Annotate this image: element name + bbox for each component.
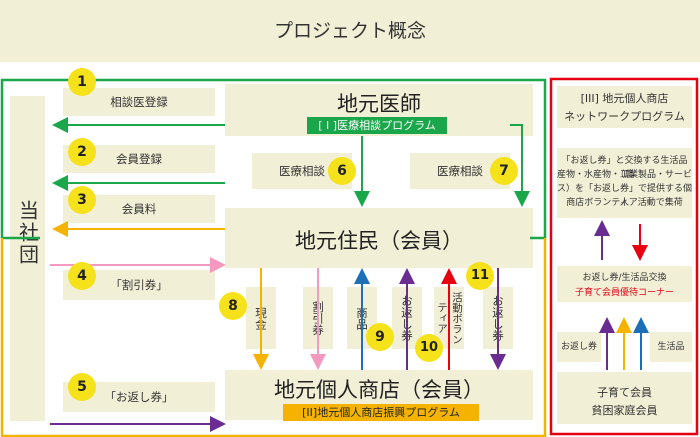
- consult-label-b: 医療相談: [437, 164, 483, 178]
- orange-frame: [0, 238, 547, 437]
- num-circle-11: 11: [466, 262, 494, 290]
- num-circle-2: 2: [68, 138, 96, 166]
- num-circle-7: 7: [490, 157, 518, 185]
- goods-item-box: [650, 332, 692, 362]
- goods-item-label: 生活品: [657, 342, 685, 352]
- title-band: [0, 0, 700, 62]
- num-circle-10: 10: [415, 334, 443, 362]
- num-circle-4: 4: [68, 262, 96, 290]
- num-circle-9: 9: [366, 323, 394, 351]
- network-desc-4: 商店ボランティア活動で集荷: [566, 198, 683, 208]
- shops-program-tag: [II]地元個人商店振興プログラム: [283, 404, 479, 421]
- red-frame: [549, 77, 699, 436]
- network-title-line1: [III] 地元個人商店: [580, 92, 669, 105]
- num-circle-3: 3: [68, 186, 96, 214]
- item-5-label: 「お返し券」: [104, 390, 174, 404]
- exchange-box: [557, 266, 692, 302]
- members-box: [557, 372, 692, 424]
- network-title-line2: ネットワークプログラム: [564, 110, 685, 123]
- item-3-label: 会員料: [121, 202, 157, 216]
- members-line2: 貧困家庭会員: [591, 404, 658, 417]
- residents-block: [225, 208, 533, 268]
- page-title: プロジェクト概念: [273, 20, 426, 42]
- exchange-label: お返し券/生活品交換: [582, 273, 667, 283]
- members-line1: 子育て会員: [597, 386, 652, 399]
- company-label: 当社団: [15, 200, 40, 266]
- medical-program-tag: [ I ]医療相談プログラム: [307, 117, 447, 134]
- network-desc-2: 産物・水産物・工業製品・サービ: [557, 170, 693, 180]
- doctors-title: 地元医師: [337, 92, 421, 116]
- item-1-box: 相談医登録: [63, 88, 215, 116]
- num-circle-1: 1: [68, 68, 96, 96]
- activity-label-a: 活動: [451, 291, 463, 313]
- item-4-label: 「割引券」: [110, 278, 168, 292]
- network-desc-1: 「お返し券」と交換する生活品（農: [561, 156, 688, 180]
- green-frame: [0, 78, 547, 240]
- item-2-label: 会員登録: [116, 152, 162, 166]
- num-circle-5: 5: [68, 373, 96, 401]
- network-title-box: [557, 86, 692, 128]
- voucher-label: お返し券: [560, 342, 597, 352]
- residents-title: 地元住民（会員）: [295, 229, 463, 253]
- network-desc-3: ス）を「お返し券」で提供する個人: [557, 184, 693, 208]
- activity-label-b: ボランティア: [436, 302, 463, 345]
- item-1-label: 相談医登録: [110, 95, 168, 109]
- company-column: [10, 96, 45, 421]
- arrow-consult-b: [510, 124, 530, 207]
- corner-label: 子育て会員優待コーナー: [574, 288, 674, 298]
- num-circle-6: 6: [328, 157, 356, 185]
- consult-label-a: 医療相談: [279, 164, 325, 178]
- shops-title: 地元個人商店（会員）: [274, 378, 484, 402]
- network-desc-box: [557, 148, 692, 218]
- voucher-box: [557, 332, 601, 362]
- num-circle-8: 8: [219, 292, 247, 320]
